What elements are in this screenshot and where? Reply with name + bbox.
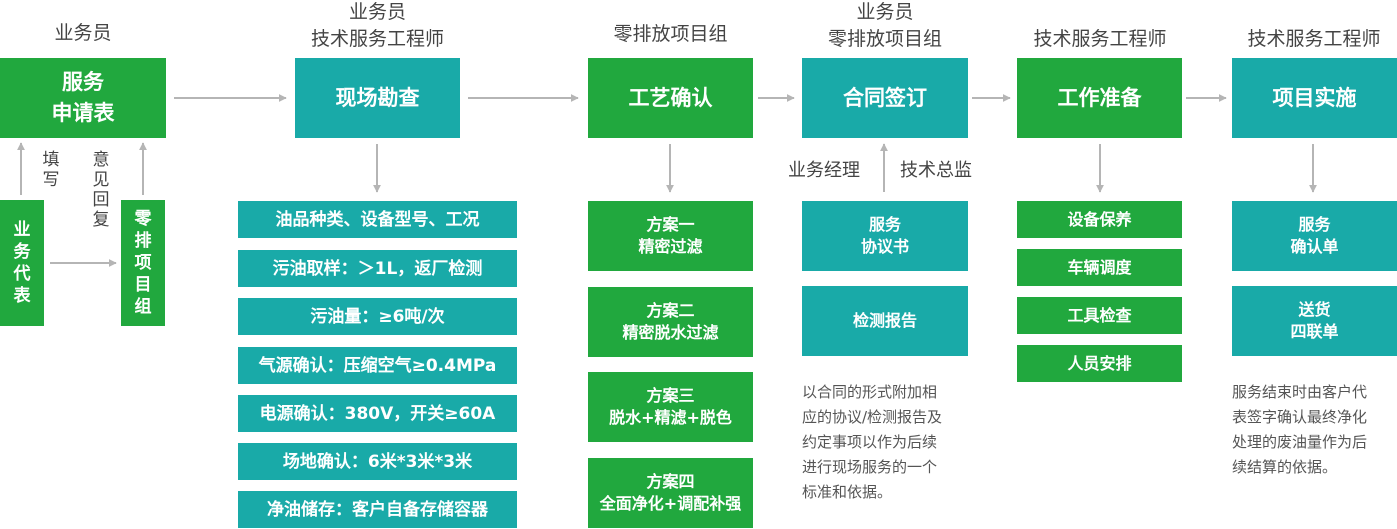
project-impl-box: 项目实施 [1232, 58, 1397, 138]
survey-item: 污油量：≥6吨/次 [238, 298, 517, 335]
service-confirm-box: 服务 确认单 [1232, 201, 1397, 271]
plan-option: 方案二 精密脱水过滤 [588, 287, 753, 357]
contract-note: 以合同的形式附加相 应的协议/检测报告及 约定事项以作为后续 进行现场服务的一个… [802, 383, 943, 501]
col1-role: 业务员 [54, 22, 112, 44]
col6-role: 技术服务工程师 [1247, 28, 1381, 50]
col5-role: 技术服务工程师 [1033, 28, 1167, 50]
fill-in-label: 填 写 [42, 150, 60, 190]
col2-role-line2: 技术服务工程师 [310, 28, 444, 50]
sales-rep-box: 业 务 代 表 [0, 200, 44, 326]
survey-item: 油品种类、设备型号、工况 [238, 201, 517, 238]
sales-manager-label: 业务经理 [788, 160, 860, 181]
service-request-form-box: 服务 申请表 [0, 58, 166, 138]
implementation-note: 服务结束时由客户代 表签字确认最终净化 处理的废油量作为后 续结算的依据。 [1232, 383, 1368, 476]
process-confirm-box: 工艺确认 [588, 58, 753, 138]
survey-item: 净油储存：客户自备存储容器 [238, 491, 517, 528]
plan-option: 方案三 脱水+精滤+脱色 [588, 372, 753, 442]
work-prep-box: 工作准备 [1017, 58, 1182, 138]
survey-item: 电源确认：380V，开关≥60A [238, 395, 517, 432]
zero-emission-team-box: 零 排 项 目 组 [121, 200, 165, 326]
col4-role-line1: 业务员 [856, 1, 914, 23]
prep-item: 设备保养 [1017, 201, 1182, 238]
survey-item: 场地确认：6米*3米*3米 [238, 443, 517, 480]
plan-option: 方案四 全面净化+调配补强 [588, 458, 753, 528]
delivery-form-box: 送货 四联单 [1232, 286, 1397, 356]
contract-sign-box: 合同签订 [802, 58, 968, 138]
prep-item: 车辆调度 [1017, 249, 1182, 286]
test-report-box: 检测报告 [802, 286, 968, 356]
service-agreement-box: 服务 协议书 [802, 201, 968, 271]
prep-item: 人员安排 [1017, 345, 1182, 382]
survey-item: 污油取样：＞1L，返厂检测 [238, 250, 517, 287]
plan-option: 方案一 精密过滤 [588, 201, 753, 271]
prep-item: 工具检查 [1017, 297, 1182, 334]
survey-item: 气源确认：压缩空气≥0.4MPa [238, 347, 517, 384]
col4-role-line2: 零排放项目组 [827, 28, 942, 50]
col3-role: 零排放项目组 [613, 23, 728, 45]
col2-role-line1: 业务员 [348, 1, 406, 23]
tech-director-label: 技术总监 [900, 160, 972, 181]
site-survey-box: 现场勘查 [295, 58, 460, 138]
feedback-label: 意 见 回 复 [92, 150, 110, 230]
